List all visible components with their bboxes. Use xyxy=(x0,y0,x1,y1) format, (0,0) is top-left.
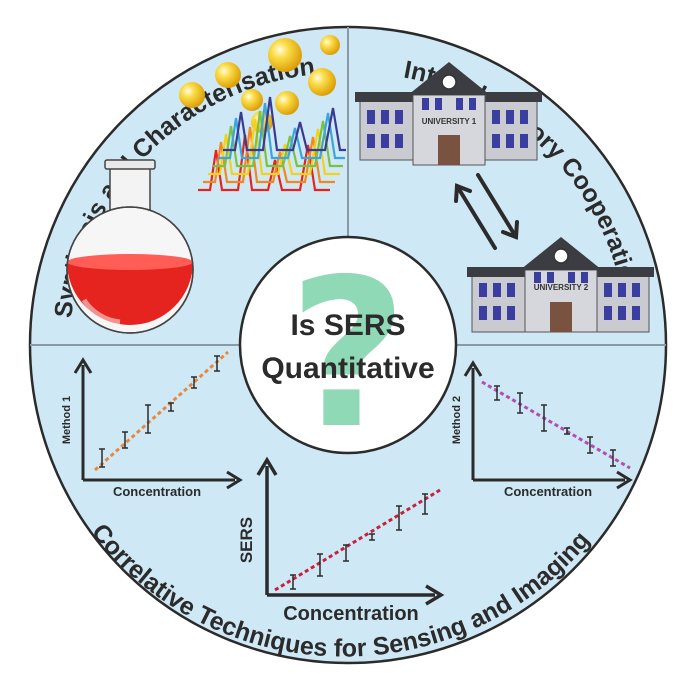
y-axis-arrow-icon xyxy=(73,357,93,374)
university-1-label: UNIVERSITY 1 xyxy=(422,117,477,126)
roof-left xyxy=(355,92,420,102)
center-title-line-1: Is SERS xyxy=(290,309,405,342)
arrowhead xyxy=(501,220,519,240)
windows xyxy=(479,272,640,320)
plot-method-1: Method 1 Concentration xyxy=(61,350,243,499)
x-axis-arrow-icon xyxy=(226,470,243,490)
nanoparticles xyxy=(179,35,340,133)
plot-method-2-ylabel: Method 2 xyxy=(451,396,463,444)
question-mark-icon: ? xyxy=(289,236,408,474)
door xyxy=(438,135,460,165)
plot-method-1-ylabel: Method 1 xyxy=(61,396,73,444)
error-bars xyxy=(494,385,616,467)
arrowhead xyxy=(454,183,472,203)
university-1-building: UNIVERSITY 1 xyxy=(355,62,542,166)
error-bars xyxy=(99,355,220,468)
windows xyxy=(367,98,528,148)
x-axis-arrow-icon xyxy=(616,470,633,490)
roof-left xyxy=(467,267,532,277)
arrow-up-icon xyxy=(455,184,497,250)
nanoparticle xyxy=(275,91,299,115)
spectrum-line xyxy=(208,118,340,176)
nanoparticle xyxy=(268,38,302,72)
nanoparticle xyxy=(215,62,241,88)
nanoparticle xyxy=(179,82,205,108)
y-axis-arrow-icon xyxy=(463,360,483,377)
plot-sers-xlabel: Concentration xyxy=(283,603,419,625)
plot-method-1-xlabel: Concentration xyxy=(113,484,201,499)
wing-left xyxy=(359,99,416,161)
clock-icon xyxy=(441,74,457,90)
nanoparticle xyxy=(320,35,340,55)
university-2-label: UNIVERSITY 2 xyxy=(534,283,589,292)
error-bars xyxy=(290,493,428,590)
plot-method-2: Method 2 Concentration xyxy=(451,360,633,499)
spectrum-line xyxy=(213,110,343,168)
roof-right xyxy=(477,92,542,102)
arrow-down-icon xyxy=(476,173,518,239)
clock-icon xyxy=(553,248,569,264)
flask-liquid xyxy=(67,262,193,325)
spectrum-line xyxy=(203,126,335,184)
spectrum-line xyxy=(218,102,345,160)
door xyxy=(550,302,572,332)
roof-right xyxy=(589,267,654,277)
center-circle xyxy=(238,235,458,455)
university-2-building: UNIVERSITY 2 xyxy=(467,237,654,333)
flask-icon xyxy=(66,159,194,334)
center-title-line-2: Quantitative xyxy=(261,352,434,385)
wing-right xyxy=(481,99,538,161)
exchange-arrows xyxy=(454,173,519,250)
flask-liquid-surface xyxy=(67,254,193,270)
y-axis-arrow-icon xyxy=(256,456,278,476)
trend-line xyxy=(94,350,229,472)
spectrum-line xyxy=(198,134,330,192)
flask-rim xyxy=(104,159,156,170)
nanoparticle xyxy=(308,68,336,96)
spectra xyxy=(198,96,346,192)
x-axis-arrow-icon xyxy=(425,584,445,606)
plot-method-2-xlabel: Concentration xyxy=(504,484,592,499)
plot-sers-ylabel: SERS xyxy=(237,517,256,563)
trend-line xyxy=(481,380,631,470)
spectrum-line xyxy=(223,96,346,152)
plot-sers: SERS Concentration xyxy=(237,456,445,625)
nanoparticle xyxy=(241,89,263,111)
